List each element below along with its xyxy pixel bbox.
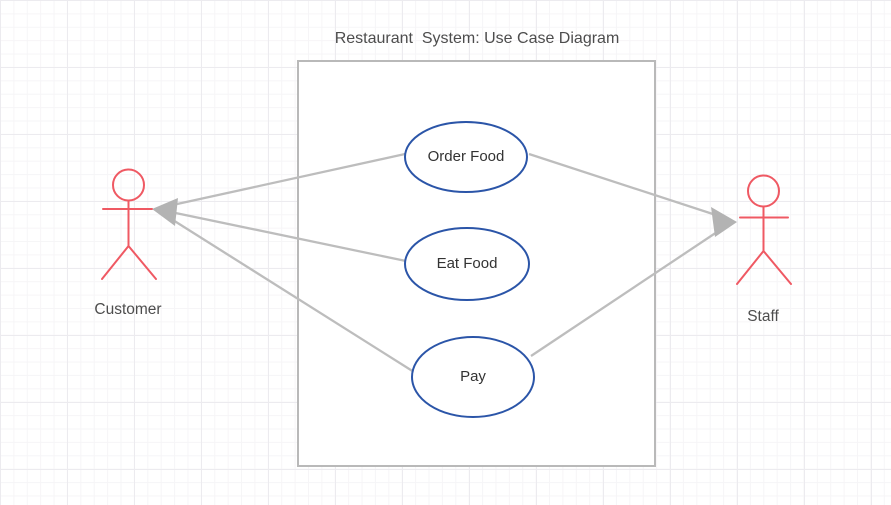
usecase-order-food-label[interactable]: Order Food [427,148,505,165]
usecase-eat-food-ellipse[interactable] [404,227,530,301]
connector-pay-customer[interactable] [164,214,415,373]
actor-staff-figure[interactable] [736,174,792,285]
usecase-eat-food-label[interactable]: Eat Food [436,255,498,272]
connector-lines [164,152,724,373]
arrowhead-to-customer-icon[interactable] [152,198,178,226]
customer-right-leg-icon [127,245,157,280]
usecase-pay-ellipse[interactable] [411,336,535,418]
usecase-pay-label[interactable]: Pay [460,368,486,385]
customer-head-icon [112,168,145,202]
staff-head-icon [747,174,780,208]
actor-customer-figure[interactable] [101,168,157,280]
arrowhead-to-staff-icon[interactable] [711,207,737,237]
connector-pay-staff[interactable] [530,227,724,357]
connector-eatfood-customer[interactable] [165,209,407,263]
connector-orderfood-customer[interactable] [167,152,406,208]
actor-staff-label[interactable]: Staff [747,308,779,325]
staff-right-leg-icon [762,250,792,285]
connector-orderfood-staff[interactable] [528,152,723,219]
staff-left-leg-icon [736,250,765,285]
diagram-title[interactable]: Restaurant System: Use Case Diagram [334,30,620,47]
usecase-order-food-ellipse[interactable] [404,121,528,193]
actor-customer-label[interactable]: Customer [94,301,162,318]
customer-left-leg-icon [101,245,130,280]
